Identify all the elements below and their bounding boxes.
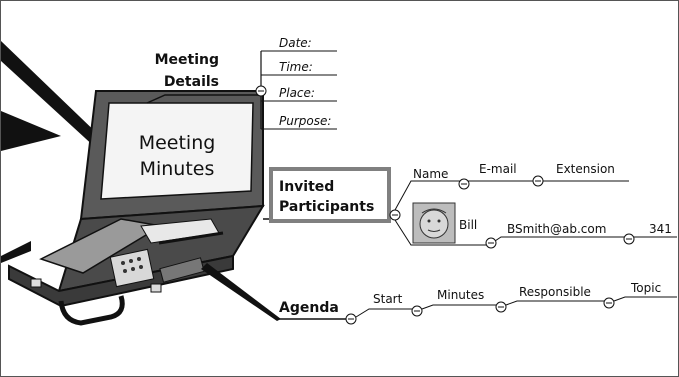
agenda-col-topic: Topic: [630, 281, 661, 295]
field-place: Place:: [279, 86, 315, 100]
agenda-col-responsible: Responsible: [519, 285, 591, 299]
agenda-col-start: Start: [373, 292, 403, 306]
meeting-details-branch: [146, 50, 337, 130]
participants-title-line1: Invited: [279, 179, 334, 195]
field-purpose: Purpose:: [279, 114, 331, 128]
header-extension: Extension: [556, 162, 615, 176]
person-name: Bill: [459, 218, 477, 232]
participants-box: [269, 167, 391, 223]
screen-title-line1: Meeting: [139, 132, 216, 154]
field-time: Time:: [279, 60, 313, 74]
header-name: Name: [413, 167, 448, 181]
participants-title-line2: Participants: [279, 199, 374, 215]
header-email: E-mail: [479, 162, 517, 176]
meeting-details-title-line2: Details: [164, 74, 219, 90]
meeting-details-title-line1: Meeting: [155, 52, 219, 68]
person-extension: 341: [649, 222, 672, 236]
briefcase-illustration: [8, 90, 265, 326]
agenda-title: Agenda: [279, 300, 339, 316]
participants-branch: [263, 167, 677, 249]
field-date: Date:: [279, 36, 312, 50]
person-avatar: [412, 202, 456, 244]
agenda-branch: [201, 263, 677, 325]
agenda-col-minutes: Minutes: [437, 288, 484, 302]
person-email: BSmith@ab.com: [507, 222, 606, 236]
screen-title-line2: Minutes: [140, 158, 215, 180]
